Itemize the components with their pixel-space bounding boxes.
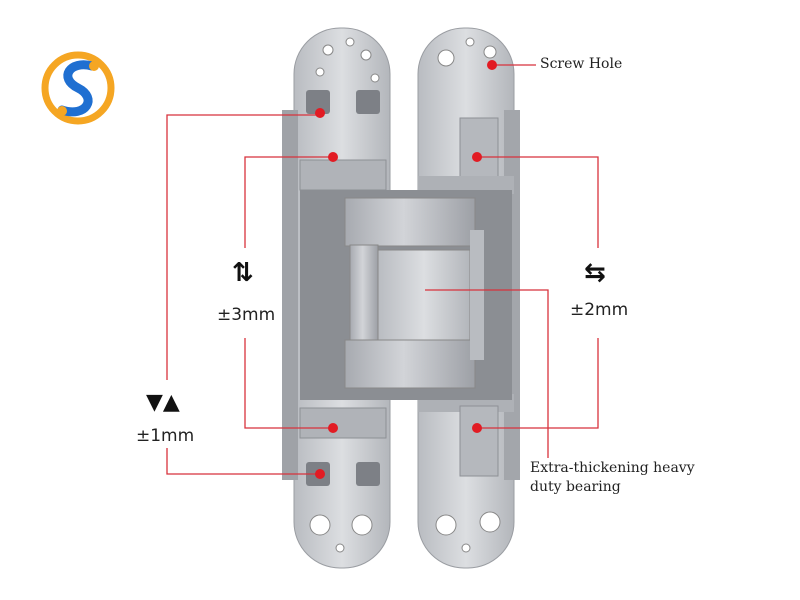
- brand-logo: [41, 51, 115, 125]
- vertical-adjustment-value: ±3mm: [217, 305, 276, 325]
- bearing-label-line1: Extra-thickening heavy: [530, 460, 695, 476]
- screw-hole-label: Screw Hole: [540, 56, 623, 72]
- up-down-arrows-icon: ⇅: [232, 258, 254, 288]
- screw-markers: [315, 60, 497, 479]
- hinge-bearing: [300, 190, 512, 400]
- callout-lines: [166, 64, 599, 475]
- left-right-arrows-icon: ⇆: [584, 258, 606, 288]
- bearing-label-line2: duty bearing: [530, 479, 621, 495]
- depth-adjustment-value: ±1mm: [136, 426, 195, 446]
- depth-arrows-icon: ▼▲: [146, 390, 180, 415]
- horizontal-adjustment-value: ±2mm: [570, 300, 629, 320]
- left-hinge-plate: [282, 27, 391, 569]
